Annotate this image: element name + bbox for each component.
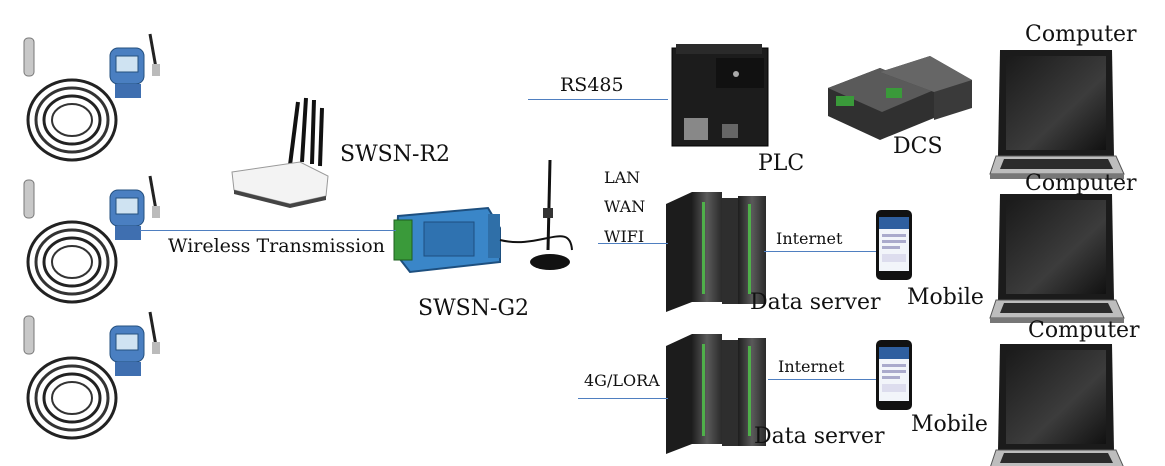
mobile-phone-icon bbox=[876, 340, 912, 410]
laptop-icon bbox=[989, 193, 1125, 324]
dcs-icon bbox=[828, 56, 972, 140]
laptop-icon bbox=[989, 49, 1125, 180]
laptop-icon bbox=[989, 343, 1125, 466]
pressure-transmitter-icon bbox=[22, 310, 162, 440]
internet-link-line-2 bbox=[768, 379, 876, 380]
plc-label: PLC bbox=[758, 151, 805, 176]
wan-label: WAN bbox=[604, 197, 646, 216]
dcs-label: DCS bbox=[893, 134, 943, 159]
mobile-label-2: Mobile bbox=[911, 412, 988, 437]
antenna-icon bbox=[499, 159, 573, 270]
wireless-link-line bbox=[140, 230, 396, 231]
wifi-label: WIFI bbox=[604, 227, 645, 246]
data-server-label-2: Data server bbox=[754, 424, 885, 449]
lora-label: 4G/LORA bbox=[584, 371, 660, 390]
pressure-transmitter-icon bbox=[22, 32, 162, 162]
internet-link-line-1 bbox=[764, 251, 876, 252]
rs485-link-line bbox=[528, 99, 668, 100]
data-server-label-1: Data server bbox=[750, 290, 881, 315]
computer-label-1: Computer bbox=[1025, 22, 1137, 47]
pressure-transmitter-icon bbox=[22, 174, 162, 304]
wireless-transmission-label: Wireless Transmission bbox=[168, 235, 385, 257]
server-rack-icon bbox=[666, 334, 766, 454]
lan-link-line bbox=[598, 243, 668, 244]
mobile-label-1: Mobile bbox=[907, 285, 984, 310]
router-label: SWSN-R2 bbox=[340, 142, 450, 167]
plc-icon bbox=[671, 44, 769, 147]
gateway-label: SWSN-G2 bbox=[418, 296, 530, 321]
computer-label-2: Computer bbox=[1025, 171, 1137, 196]
lan-label: LAN bbox=[604, 168, 641, 187]
rs485-label: RS485 bbox=[560, 74, 624, 96]
internet-label-2: Internet bbox=[778, 357, 845, 376]
computer-label-3: Computer bbox=[1028, 318, 1140, 343]
lora-link-line bbox=[578, 398, 668, 399]
internet-label-1: Internet bbox=[776, 229, 843, 248]
mobile-phone-icon bbox=[876, 210, 912, 280]
gateway-module-icon bbox=[393, 206, 501, 274]
wireless-router-icon bbox=[231, 97, 329, 208]
